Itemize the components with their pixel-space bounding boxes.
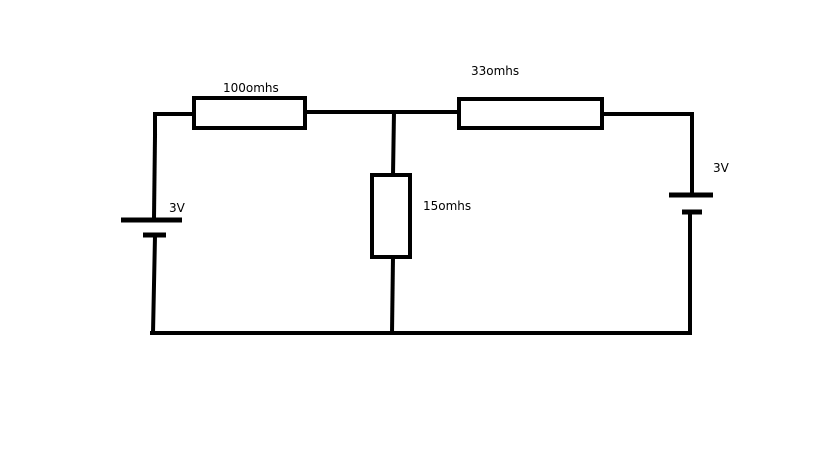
resistor-15-ohm-label: 15omhs — [423, 199, 471, 213]
resistor-100-ohm — [192, 96, 307, 130]
battery-left-label: 3V — [169, 201, 186, 215]
wire-top-left — [153, 112, 196, 138]
wire-middle-lower — [389, 254, 396, 336]
battery-right — [669, 192, 713, 215]
resistor-33-ohm — [457, 97, 604, 130]
battery-right-label: 3V — [713, 161, 730, 175]
battery-left — [121, 217, 182, 238]
resistor-100-ohm-label: 100omhs — [223, 81, 279, 95]
wire-left-lower — [150, 233, 158, 336]
wire-left-upper — [151, 133, 158, 221]
resistor-33-ohm-label: 33omhs — [471, 64, 519, 78]
resistor-15-ohm — [370, 173, 412, 259]
wire-middle-upper — [390, 109, 397, 178]
wire-top-right — [600, 112, 694, 195]
